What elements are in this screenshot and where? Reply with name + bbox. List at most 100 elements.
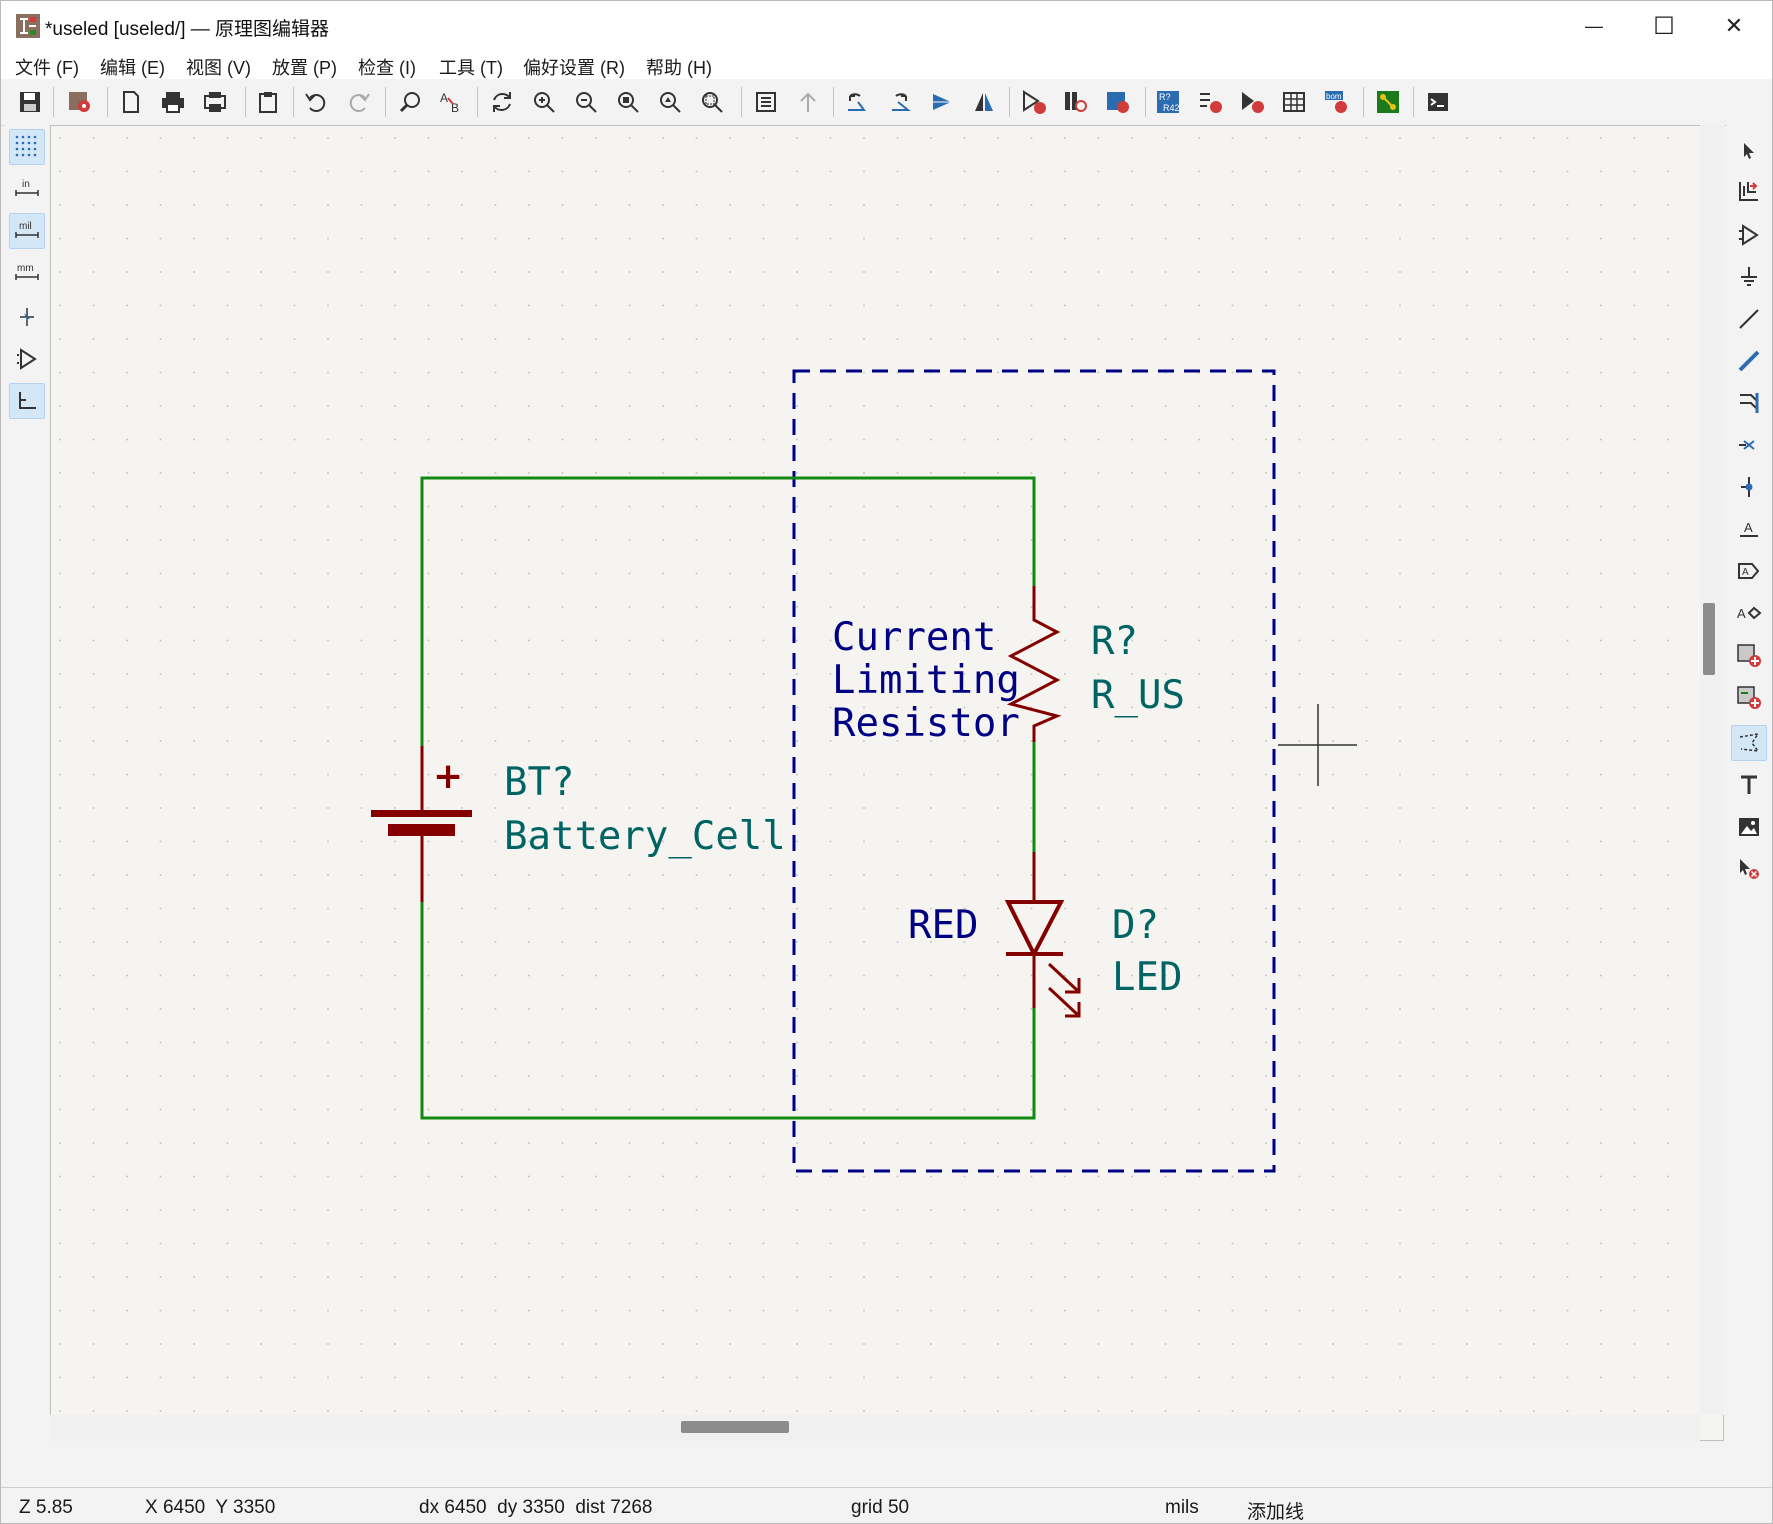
wire-bottom[interactable] xyxy=(420,902,1036,1120)
select-tool-button[interactable] xyxy=(1731,133,1767,169)
menu-inspect[interactable]: 检查 (I) xyxy=(358,58,416,78)
redo-button[interactable] xyxy=(342,85,376,119)
cursor-style-button[interactable] xyxy=(9,299,45,335)
menu-edit[interactable]: 编辑 (E) xyxy=(100,58,165,78)
inch-units-icon: in xyxy=(15,179,39,196)
toggle-grid-button[interactable] xyxy=(9,129,45,165)
show-hidden-pins-button[interactable] xyxy=(9,341,45,377)
svg-text:A: A xyxy=(440,91,448,105)
battery-symbol[interactable]: + xyxy=(371,746,472,902)
import-sheet-pin-button[interactable] xyxy=(1731,679,1767,715)
resistor-reference[interactable]: R? xyxy=(1091,619,1138,664)
add-symbol-button[interactable] xyxy=(1731,217,1767,253)
add-image-button[interactable] xyxy=(1731,809,1767,845)
add-graphic-line-button[interactable] xyxy=(1731,725,1767,761)
zoom-fit-button[interactable] xyxy=(611,85,645,119)
symbol-editor-button[interactable] xyxy=(1017,85,1051,119)
led-color-note[interactable]: RED xyxy=(908,903,978,948)
vertical-scrollbar-thumb[interactable] xyxy=(1703,603,1715,675)
page-settings-button[interactable] xyxy=(114,85,148,119)
add-junction-button[interactable] xyxy=(1731,469,1767,505)
add-sheet-button[interactable] xyxy=(1731,637,1767,673)
units-inch-button[interactable]: in xyxy=(9,171,45,207)
led-value[interactable]: LED xyxy=(1112,955,1182,1000)
status-bar: Z 5.85 X 6450 Y 3350 dx 6450 dy 3350 dis… xyxy=(1,1487,1772,1523)
zoom-in-icon xyxy=(534,92,555,113)
zoom-fit-objects-button[interactable] xyxy=(653,85,687,119)
note-line-1[interactable]: Current xyxy=(832,615,996,660)
add-bus-entry-button[interactable] xyxy=(1731,385,1767,421)
erc-button[interactable] xyxy=(1193,85,1227,119)
refresh-button[interactable] xyxy=(485,85,519,119)
annotate-button[interactable]: R?R42 xyxy=(1151,85,1185,119)
schematic-setup-button[interactable] xyxy=(63,85,97,119)
mirror-vertical-icon xyxy=(933,94,951,110)
add-bus-button[interactable] xyxy=(1731,343,1767,379)
dashed-annotation-box[interactable] xyxy=(792,369,1276,1173)
battery-polarity: + xyxy=(433,756,463,797)
mirror-horizontal-button[interactable] xyxy=(967,85,1001,119)
save-button[interactable] xyxy=(13,85,47,119)
update-pcb-button[interactable] xyxy=(1101,85,1135,119)
add-global-label-button[interactable]: A xyxy=(1731,553,1767,589)
paste-button[interactable] xyxy=(251,85,285,119)
menu-view[interactable]: 视图 (V) xyxy=(186,58,251,78)
toolbar-separator xyxy=(1363,87,1364,117)
open-pcb-editor-button[interactable] xyxy=(1371,85,1405,119)
menu-help[interactable]: 帮助 (H) xyxy=(646,58,712,78)
wire-top[interactable] xyxy=(420,476,1036,746)
battery-reference[interactable]: BT? xyxy=(504,760,574,805)
units-mm-button[interactable]: mm xyxy=(9,255,45,291)
zoom-in-button[interactable] xyxy=(527,85,561,119)
delete-tool-button[interactable] xyxy=(1731,851,1767,887)
add-text-button[interactable] xyxy=(1731,767,1767,803)
wires[interactable] xyxy=(420,476,1036,1120)
horizontal-scrollbar[interactable] xyxy=(50,1415,1700,1441)
generate-bom-button[interactable]: bom xyxy=(1319,85,1353,119)
schematic-canvas[interactable]: + BT? Battery_Cell R? R_US Current Limit… xyxy=(50,125,1724,1441)
symbol-browser-button[interactable] xyxy=(1059,85,1093,119)
menu-place[interactable]: 放置 (P) xyxy=(272,58,337,78)
menu-file[interactable]: 文件 (F) xyxy=(15,58,79,78)
rotate-ccw-button[interactable] xyxy=(839,85,873,119)
add-power-button[interactable] xyxy=(1731,259,1767,295)
resistor-symbol[interactable] xyxy=(1006,586,1062,742)
select-arrow-icon xyxy=(1744,143,1754,159)
add-label-button[interactable]: A xyxy=(1731,511,1767,547)
assign-footprints-button[interactable] xyxy=(1235,85,1269,119)
add-hierarchical-label-button[interactable]: A xyxy=(1731,595,1767,631)
redo-icon xyxy=(349,93,370,112)
resistor-value[interactable]: R_US xyxy=(1091,673,1185,718)
edit-symbol-fields-button[interactable] xyxy=(1277,85,1311,119)
maximize-button[interactable]: ☐ xyxy=(1629,1,1699,51)
minimize-button[interactable]: — xyxy=(1559,1,1629,51)
note-line-3[interactable]: Resistor xyxy=(832,701,1020,746)
print-button[interactable] xyxy=(156,85,190,119)
menu-tools[interactable]: 工具 (T) xyxy=(439,58,503,78)
leave-sheet-button[interactable] xyxy=(791,85,825,119)
plot-button[interactable] xyxy=(198,85,232,119)
zoom-selection-button[interactable] xyxy=(695,85,729,119)
led-reference[interactable]: D? xyxy=(1112,903,1159,948)
close-button[interactable]: ✕ xyxy=(1699,1,1769,51)
scripting-console-button[interactable] xyxy=(1421,85,1455,119)
line-mode-button[interactable] xyxy=(9,383,45,419)
vertical-scrollbar[interactable] xyxy=(1700,125,1724,1415)
units-mil-button[interactable]: mil xyxy=(9,213,45,249)
note-line-2[interactable]: Limiting xyxy=(832,658,1020,703)
highlight-net-button[interactable] xyxy=(1731,173,1767,209)
horizontal-scrollbar-thumb[interactable] xyxy=(681,1421,789,1433)
schematic-drawing[interactable]: + BT? Battery_Cell R? R_US Current Limit… xyxy=(51,126,1724,1441)
zoom-out-button[interactable] xyxy=(569,85,603,119)
find-button[interactable] xyxy=(393,85,427,119)
battery-value[interactable]: Battery_Cell xyxy=(504,814,786,859)
led-symbol[interactable] xyxy=(1004,852,1081,1018)
add-no-connect-button[interactable] xyxy=(1731,427,1767,463)
hierarchy-navigator-button[interactable] xyxy=(749,85,783,119)
mirror-vertical-button[interactable] xyxy=(925,85,959,119)
menu-preferences[interactable]: 偏好设置 (R) xyxy=(523,58,625,78)
rotate-cw-button[interactable] xyxy=(883,85,917,119)
undo-button[interactable] xyxy=(299,85,333,119)
add-wire-button[interactable] xyxy=(1731,301,1767,337)
